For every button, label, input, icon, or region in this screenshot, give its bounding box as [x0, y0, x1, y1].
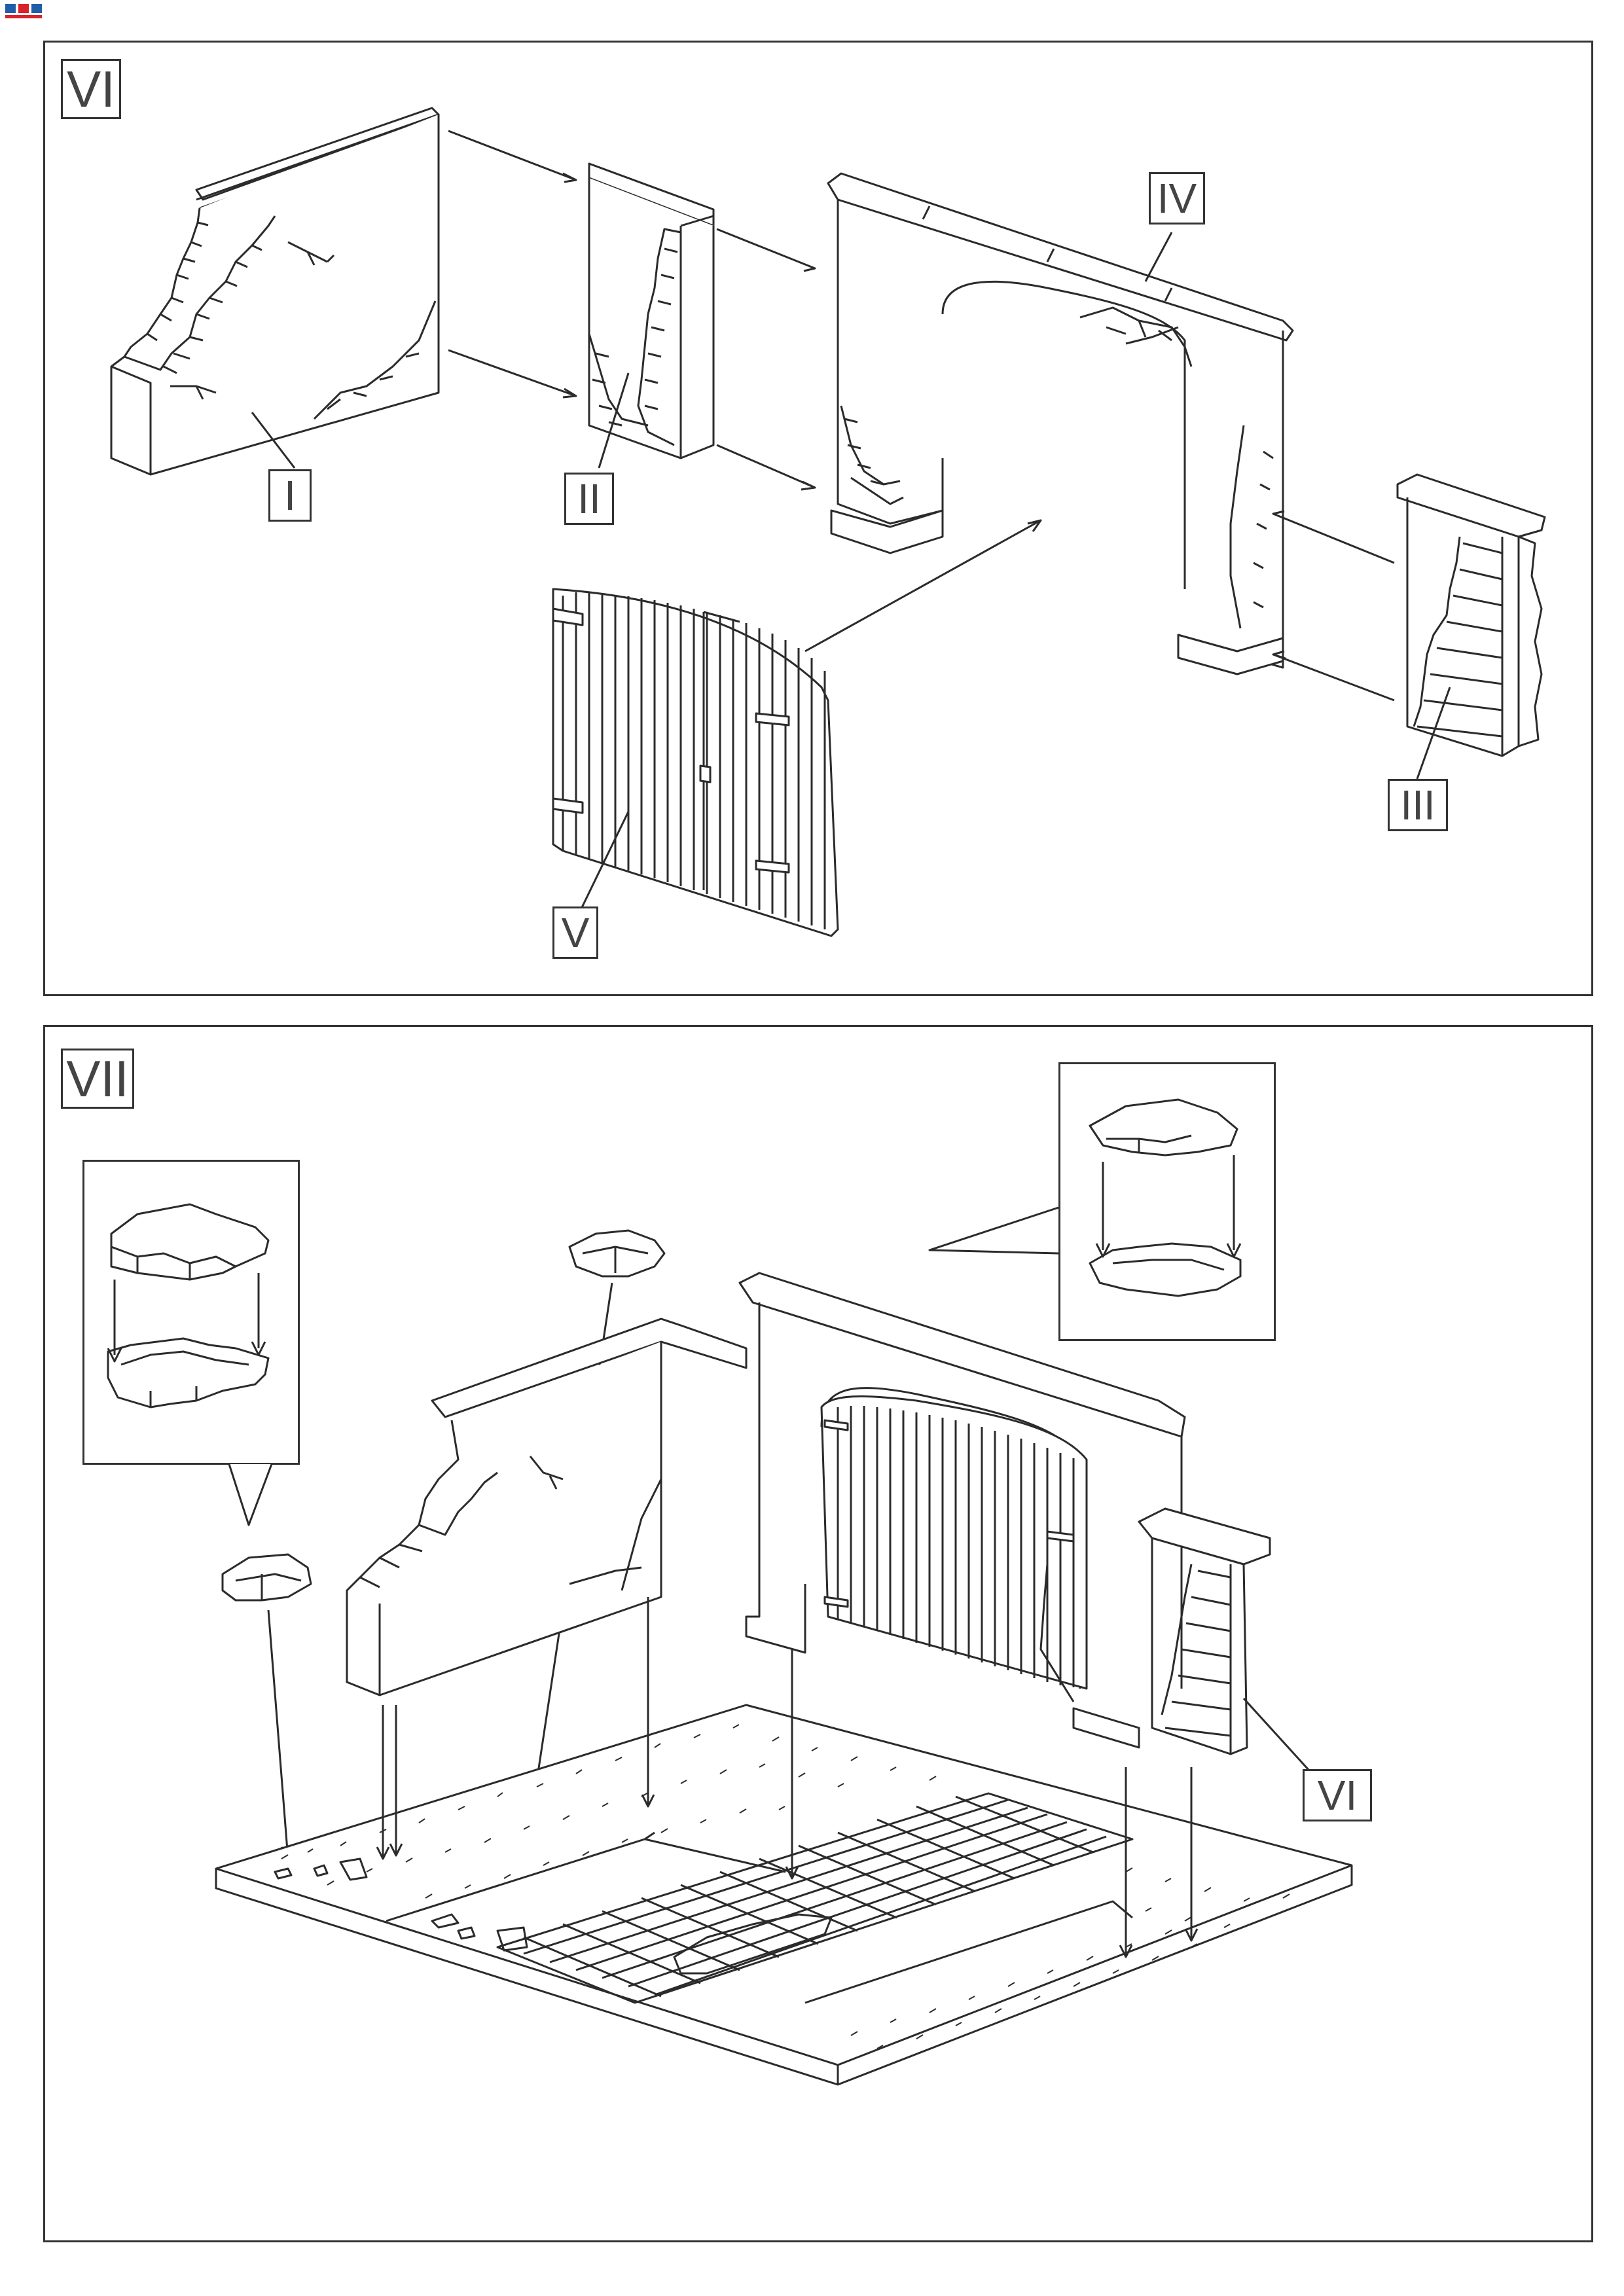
assembly-arrow	[716, 228, 816, 272]
assembly-arrow	[716, 444, 816, 491]
assembly-arrow	[804, 519, 1042, 653]
placement-arrow	[641, 1597, 655, 1808]
part-label-iv: IV	[1149, 172, 1205, 224]
wall-part-ii	[588, 162, 715, 469]
rubble-piece-left	[221, 1553, 312, 1602]
part-label-v: V	[552, 906, 598, 959]
inset-pointer	[928, 1206, 1059, 1255]
placement-arrow	[1119, 1767, 1133, 1958]
assembly-arrow	[448, 349, 577, 399]
placement-arrow	[267, 1609, 295, 1860]
placement-arrow	[376, 1705, 390, 1860]
pillar-part-iii	[1396, 473, 1546, 780]
gate-part-v	[552, 588, 839, 937]
label-leader	[1242, 1697, 1310, 1772]
step-number-vi: VI	[61, 59, 121, 119]
part-label-iii: III	[1388, 779, 1448, 831]
rubble-piece-top	[568, 1229, 666, 1278]
placement-arrow	[1184, 1767, 1199, 1942]
placement-arrow	[389, 1705, 403, 1857]
assembly-arrow	[1272, 650, 1395, 702]
rubble-piece-detail-left	[107, 1203, 270, 1408]
assembly-arrow	[1272, 510, 1395, 564]
placement-arrow	[785, 1649, 799, 1880]
diorama-base	[215, 1704, 1353, 2086]
part-label-i: I	[268, 469, 312, 522]
exploded-assembly-drawing-vi	[110, 107, 1546, 937]
part-label-ii: II	[564, 473, 614, 525]
brand-logo	[4, 3, 43, 20]
brand-logo-icon	[5, 4, 42, 18]
rubble-piece-detail-right	[1089, 1098, 1242, 1297]
inset-pointer	[228, 1463, 273, 1526]
arch-part-iv	[827, 172, 1294, 675]
assembly-arrow	[448, 130, 577, 183]
wall-part-i	[110, 107, 440, 476]
assembled-walls	[346, 1272, 1271, 1755]
step-number-vii: VII	[61, 1049, 134, 1109]
part-label-vi: VI	[1303, 1769, 1372, 1821]
